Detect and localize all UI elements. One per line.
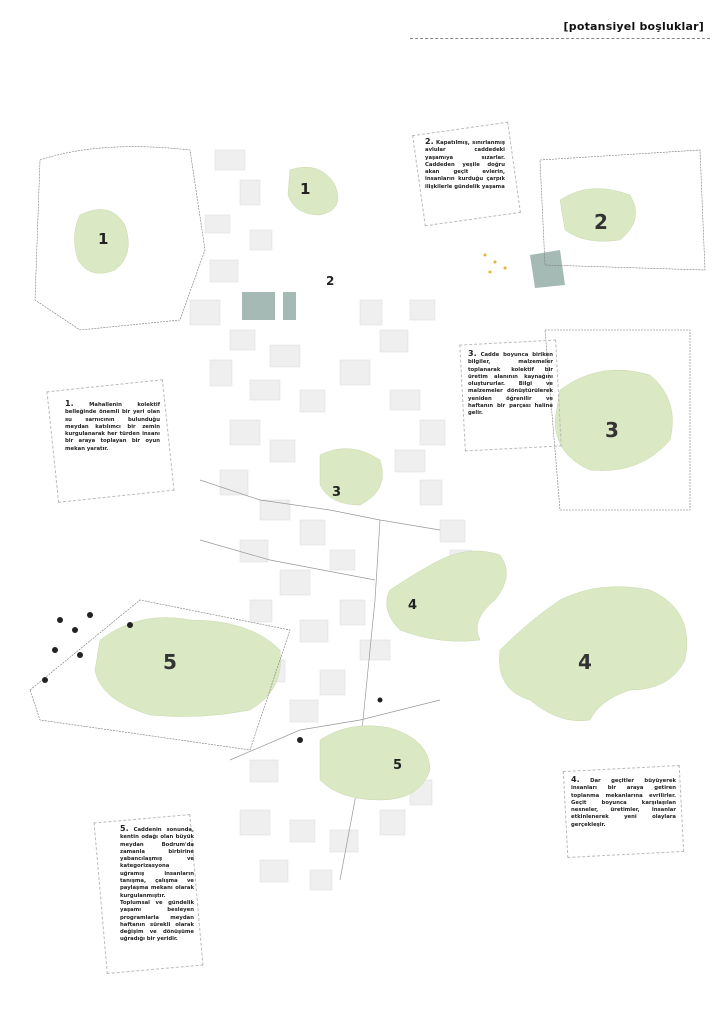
area-label-2-center: 2 xyxy=(326,274,335,288)
note-number: 1. xyxy=(65,399,74,408)
area-label-4: 4 xyxy=(578,650,592,674)
area-label-5-center: 5 xyxy=(393,758,403,773)
note-4: 4. Dar geçitler büyüyerek insanları bir … xyxy=(571,776,676,829)
area-label-5: 5 xyxy=(163,650,177,674)
accent-marks xyxy=(483,253,507,274)
note-number: 5. xyxy=(120,824,129,833)
note-number: 2. xyxy=(425,137,434,146)
note-2: 2. Kapatılmış, sınırlanmış avlular cadde… xyxy=(425,138,505,191)
page-title: [potansiyel boşluklar] xyxy=(563,20,704,33)
note-text: Caddenin sonunda, kentin odağı olan büyü… xyxy=(120,827,194,943)
note-5: 5. Caddenin sonunda, kentin odağı olan b… xyxy=(120,825,194,944)
site-outlines xyxy=(29,146,706,751)
note-3: 3. Cadde boyunca biriken bilgiler, malze… xyxy=(468,350,553,418)
streets xyxy=(199,479,441,881)
area-label-1-center: 1 xyxy=(300,180,311,198)
area-label-1: 1 xyxy=(98,230,109,248)
green-spaces xyxy=(74,166,688,801)
area-label-2: 2 xyxy=(594,210,608,234)
note-1: 1. Mahallenin kolektif belleğinde önemli… xyxy=(65,400,160,453)
note-number: 3. xyxy=(468,349,477,358)
title-divider xyxy=(410,38,710,39)
note-number: 4. xyxy=(571,775,580,784)
plaza-rectangles xyxy=(242,250,565,320)
trees xyxy=(42,612,383,743)
area-label-3: 3 xyxy=(605,418,619,442)
note-text: Cadde boyunca biriken bilgiler, malzemel… xyxy=(468,352,553,417)
note-text: Kapatılmış, sınırlanmış avlular caddedek… xyxy=(425,140,505,190)
area-label-4-center: 4 xyxy=(408,598,418,613)
note-text: Mahallenin kolektif belleğinde önemli bi… xyxy=(65,402,160,452)
note-text: Dar geçitler büyüyerek insanları bir ara… xyxy=(571,778,676,828)
area-label-3-center: 3 xyxy=(332,485,342,500)
building-footprints xyxy=(189,149,473,891)
